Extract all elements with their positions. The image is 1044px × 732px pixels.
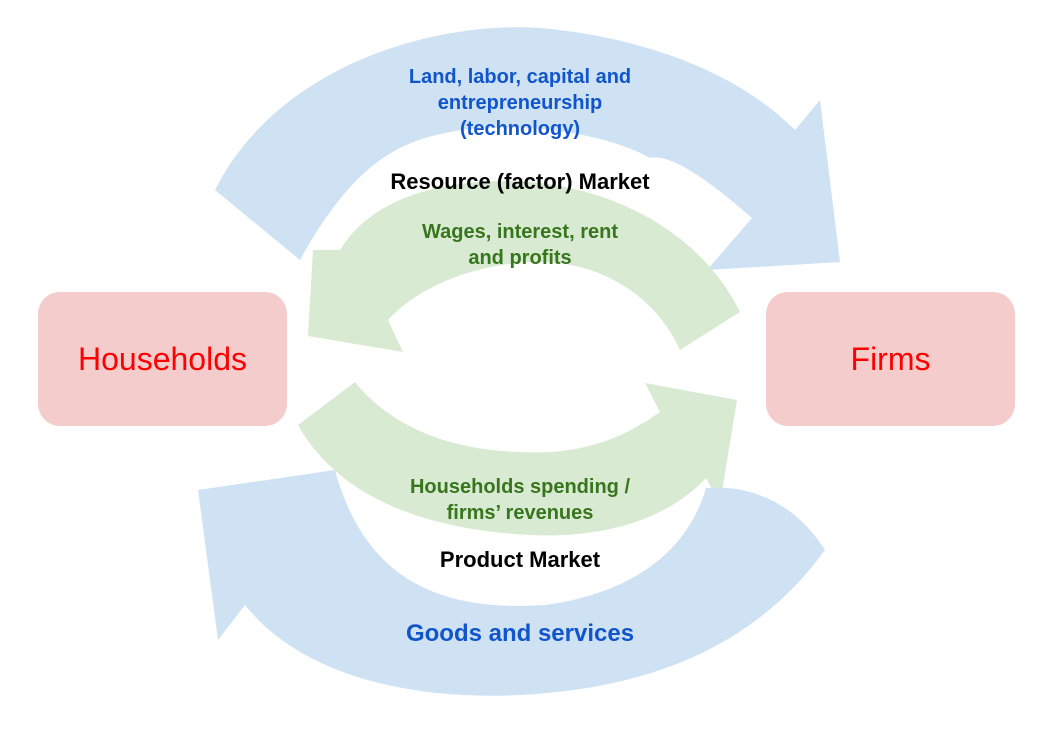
households-node: Households — [38, 292, 287, 426]
firms-label: Firms — [850, 340, 931, 377]
product-market-label: Product Market — [439, 547, 601, 572]
income-flow-label: Wages, interest, rent and profits — [350, 219, 690, 271]
resource-flow-label: Land, labor, capital and entrepreneurshi… — [320, 64, 720, 142]
income-flow-arrow — [308, 181, 740, 352]
households-label: Households — [78, 340, 247, 377]
goods-flow-label: Goods and services — [320, 618, 720, 649]
resource-flow-line: entrepreneurship — [437, 92, 603, 114]
income-flow-line: and profits — [468, 247, 572, 269]
spending-flow-label: Households spending / firms’ revenues — [330, 474, 710, 526]
resource-flow-arrow — [215, 27, 840, 270]
spending-flow-line: Households spending / — [409, 476, 630, 498]
goods-flow-arrow — [198, 470, 825, 696]
firms-node: Firms — [766, 292, 1015, 426]
resource-market-label: Resource (factor) Market — [390, 169, 650, 194]
resource-flow-line: (technology) — [460, 118, 580, 140]
income-flow-line: Wages, interest, rent — [422, 221, 618, 243]
resource-flow-line: Land, labor, capital and — [408, 66, 632, 88]
goods-flow-line: Goods and services — [405, 620, 635, 647]
spending-flow-line: firms’ revenues — [446, 502, 594, 524]
spending-flow-arrow — [298, 382, 737, 536]
